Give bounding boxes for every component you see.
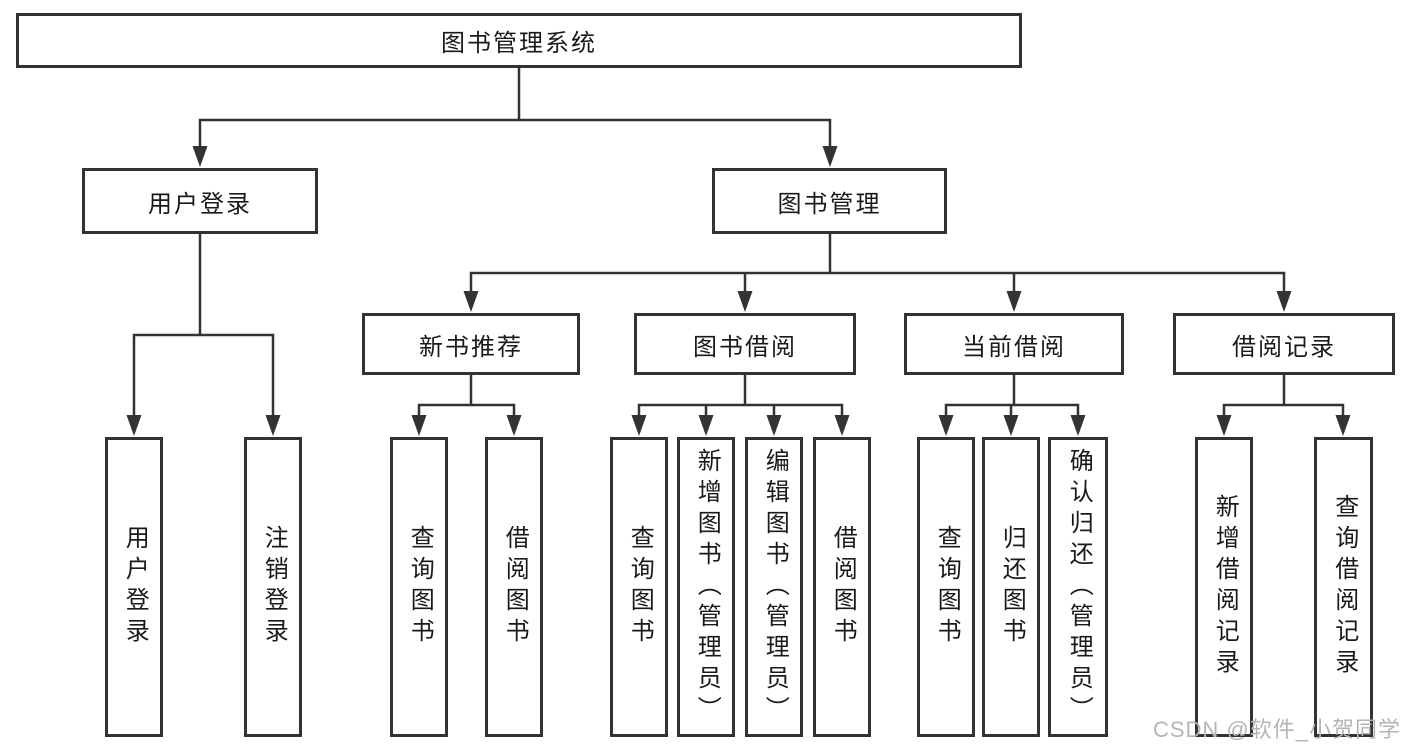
node-book-borrowing-label: 图书借阅 bbox=[693, 333, 797, 361]
arrowhead bbox=[1006, 291, 1022, 312]
leaf-logout: 注销登录 bbox=[244, 437, 302, 737]
node-root: 图书管理系统 bbox=[16, 13, 1022, 68]
arrowhead bbox=[1216, 415, 1232, 436]
arrowhead bbox=[265, 415, 281, 436]
watermark: CSDN @软件_小贺同学 bbox=[1152, 717, 1401, 742]
leaf-user-login: 用户登录 bbox=[105, 437, 163, 737]
node-book-management-label: 图书管理 bbox=[777, 190, 882, 218]
node-current-borrowing: 当前借阅 bbox=[904, 313, 1124, 375]
arrowhead bbox=[411, 415, 427, 436]
leaf-return-book: 归还图书 bbox=[982, 437, 1040, 737]
arrowhead bbox=[506, 415, 522, 436]
leaf-add-book-admin-label: 新增图书（管理员） bbox=[693, 447, 721, 727]
leaf-return-book-label: 归还图书 bbox=[998, 525, 1026, 649]
arrowhead bbox=[938, 415, 954, 436]
node-borrowing-records: 借阅记录 bbox=[1173, 313, 1395, 375]
connector-lines bbox=[132, 67, 1345, 419]
node-book-management: 图书管理 bbox=[712, 168, 947, 234]
arrowhead bbox=[631, 415, 647, 436]
arrowhead bbox=[1335, 415, 1351, 436]
leaf-query-books-borrowing-label: 查询图书 bbox=[626, 525, 654, 649]
arrowhead bbox=[1070, 415, 1086, 436]
arrowhead bbox=[126, 415, 142, 436]
leaf-add-book-admin: 新增图书（管理员） bbox=[677, 437, 735, 737]
arrowhead bbox=[737, 291, 753, 312]
leaf-query-borrow-record-label: 查询借阅记录 bbox=[1330, 494, 1358, 680]
arrowhead bbox=[1003, 415, 1019, 436]
leaf-edit-book-admin: 编辑图书（管理员） bbox=[745, 437, 803, 737]
node-current-borrowing-label: 当前借阅 bbox=[962, 333, 1066, 361]
leaf-add-borrow-record-label: 新增借阅记录 bbox=[1211, 494, 1239, 680]
arrowhead bbox=[463, 291, 479, 312]
arrowhead bbox=[1276, 291, 1292, 312]
arrowhead bbox=[822, 146, 838, 167]
arrowhead bbox=[192, 146, 208, 167]
node-book-borrowing: 图书借阅 bbox=[634, 313, 856, 375]
node-user-login: 用户登录 bbox=[82, 168, 318, 234]
leaf-add-borrow-record: 新增借阅记录 bbox=[1195, 437, 1253, 737]
node-root-label: 图书管理系统 bbox=[441, 30, 597, 57]
leaf-borrow-books-borrowing: 借阅图书 bbox=[813, 437, 871, 737]
leaf-logout-label: 注销登录 bbox=[260, 525, 288, 649]
leaf-query-borrow-record: 查询借阅记录 bbox=[1314, 437, 1373, 737]
arrowheads bbox=[126, 146, 1351, 436]
node-user-login-label: 用户登录 bbox=[148, 190, 252, 218]
arrowhead bbox=[766, 415, 782, 436]
leaf-confirm-return-admin: 确认归还（管理员） bbox=[1048, 437, 1108, 737]
node-new-book-recommend: 新书推荐 bbox=[362, 313, 580, 375]
arrowhead bbox=[698, 415, 714, 436]
leaf-borrow-books-borrowing-label: 借阅图书 bbox=[829, 525, 857, 649]
leaf-user-login-label: 用户登录 bbox=[121, 525, 149, 649]
node-borrowing-records-label: 借阅记录 bbox=[1232, 333, 1336, 361]
leaf-borrow-books-recommend-label: 借阅图书 bbox=[501, 525, 529, 649]
leaf-borrow-books-recommend: 借阅图书 bbox=[485, 437, 543, 737]
leaf-query-books-current: 查询图书 bbox=[917, 437, 975, 737]
arrowhead bbox=[834, 415, 850, 436]
leaf-query-books-recommend: 查询图书 bbox=[390, 437, 448, 737]
node-new-book-recommend-label: 新书推荐 bbox=[419, 333, 523, 361]
leaf-confirm-return-admin-label: 确认归还（管理员） bbox=[1065, 447, 1093, 727]
leaf-query-books-recommend-label: 查询图书 bbox=[406, 525, 434, 649]
leaf-query-books-current-label: 查询图书 bbox=[933, 525, 961, 649]
leaf-edit-book-admin-label: 编辑图书（管理员） bbox=[761, 447, 789, 727]
leaf-query-books-borrowing: 查询图书 bbox=[610, 437, 668, 737]
